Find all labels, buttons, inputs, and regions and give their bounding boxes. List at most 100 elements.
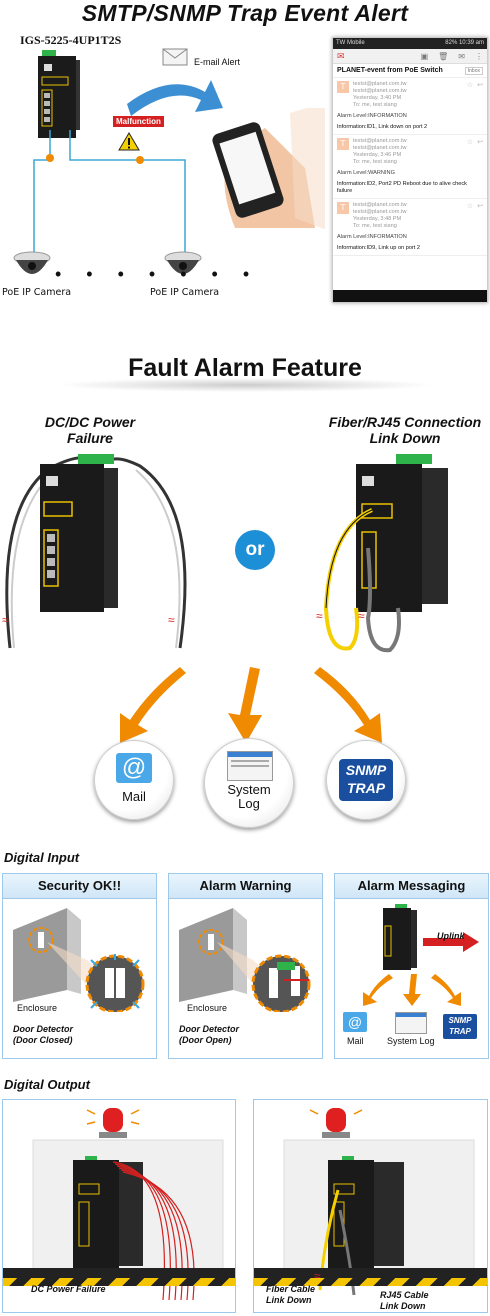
dc-power-failure-label: DC Power Failure — [31, 1284, 106, 1294]
panel-output-power: DC Power Failure — [2, 1099, 236, 1313]
panel-output-link: ≈≈ Fiber Cable Link Down RJ45 Cable Link… — [253, 1099, 488, 1313]
reply-icon[interactable]: ↩ — [477, 139, 483, 146]
phone-nav-bar — [333, 290, 487, 302]
heading-shadow — [55, 378, 435, 392]
at-mail-icon: @ — [116, 753, 152, 783]
sender-avatar: T — [337, 202, 349, 214]
alarm-information: Information:ID9, Link up on port 2 — [337, 245, 421, 251]
small-snmp-2: TRAP — [449, 1027, 471, 1036]
email-to-line: To: me, test xiang — [353, 102, 397, 108]
syslog-label-2: Log — [238, 796, 260, 811]
email-date: Yesterday, 3:40 PM — [353, 95, 402, 101]
email-to: testst@planet.com.tw — [353, 209, 407, 215]
snmp-trap-badge: SNMP TRAP — [339, 759, 393, 801]
power-failure-switch-image: ≈≈ — [2, 454, 187, 649]
mail-label: Mail — [122, 789, 146, 804]
email-to: testst@planet.com.tw — [353, 88, 407, 94]
left-camera-image — [13, 251, 51, 274]
reply-icon[interactable]: ↩ — [477, 203, 483, 210]
panel-title: Alarm Warning — [169, 874, 322, 899]
rj45-link-down-label: RJ45 Cable Link Down — [380, 1290, 429, 1312]
star-icon[interactable]: ☆ — [466, 82, 474, 89]
gmail-icon[interactable]: ✉ — [337, 50, 345, 61]
or-badge: or — [235, 530, 275, 570]
fiber-line1: Fiber Cable — [266, 1284, 316, 1294]
digital-input-heading: Digital Input — [4, 850, 80, 865]
phone-email-screenshot: TW Mobile 82% 10:39 am ✉ ▣ 🗑 ✉ ⋮ PLANET-… — [332, 37, 488, 303]
small-snmp-badge: SNMP TRAP — [443, 1014, 477, 1039]
orange-arrows — [120, 667, 382, 743]
email-to-line: To: me, test xiang — [353, 159, 397, 165]
email-from: testst@planet.com.tw — [353, 138, 407, 144]
svg-text:≈: ≈ — [2, 613, 9, 627]
detector-line2: (Door Open) — [179, 1035, 232, 1045]
right-caption: Fiber/RJ45 Connection Link Down — [320, 414, 490, 446]
messaging-orange-arrows — [363, 974, 461, 1006]
reply-icon[interactable]: ↩ — [477, 82, 483, 89]
small-syslog-label: System Log — [387, 1036, 435, 1046]
email-from: testst@planet.com.tw — [353, 81, 407, 87]
alarm-level: Alarm Level:INFORMATION — [337, 113, 407, 119]
detector-line2: (Door Closed) — [13, 1035, 73, 1045]
phone-status-bar: TW Mobile 82% 10:39 am — [333, 38, 487, 49]
menu-icon[interactable]: ⋮ — [475, 51, 483, 61]
syslog-label: System Log — [205, 783, 293, 811]
left-caption-line1: DC/DC Power — [44, 414, 136, 430]
syslog-circle: System Log — [204, 738, 294, 828]
star-icon[interactable]: ☆ — [466, 203, 474, 210]
email-to: testst@planet.com.tw — [353, 145, 407, 151]
svg-text:≈: ≈ — [358, 609, 365, 623]
archive-icon[interactable]: ▣ — [420, 51, 429, 61]
door-detector-label: Door Detector (Door Closed) — [13, 1024, 73, 1046]
syslog-window-icon — [227, 751, 273, 781]
enclosure-label: Enclosure — [17, 1003, 58, 1013]
camera-label-left: PoE IP Camera — [2, 287, 72, 298]
alarm-level: Alarm Level:WARNING — [337, 170, 395, 176]
subject-text: PLANET-event from PoE Switch — [337, 67, 443, 74]
svg-text:≈: ≈ — [168, 613, 175, 627]
fiber-line2: Link Down — [266, 1295, 312, 1305]
sender-avatar: T — [337, 138, 349, 150]
alarm-information: Information:ID2, Port2 PD Reboot due to … — [337, 181, 467, 194]
inbox-tag[interactable]: Inbox — [464, 67, 483, 75]
enclosure-open-image — [179, 908, 311, 1012]
delete-icon[interactable]: 🗑 — [438, 51, 449, 61]
panel-alarm-messaging: Alarm Messaging Uplink @ Mail System Log… — [334, 873, 489, 1059]
hazard-stripe — [254, 1278, 487, 1286]
email-from: testst@planet.com.tw — [353, 202, 407, 208]
alarm-level: Alarm Level:INFORMATION — [337, 234, 407, 240]
left-caption: DC/DC Power Failure — [20, 414, 160, 446]
door-detector-label: Door Detector (Door Open) — [179, 1024, 239, 1046]
status-text: 82% 10:39 am — [445, 40, 484, 46]
small-mail-icon: @ — [343, 1012, 367, 1032]
small-mail-label: Mail — [347, 1036, 364, 1046]
alarm-information: Information:ID1, Link down on port 2 — [337, 124, 428, 130]
switch-model-label: IGS-5225-4UP1T2S — [20, 33, 122, 47]
camera-network-lines — [33, 130, 186, 270]
star-icon[interactable]: ☆ — [466, 139, 474, 146]
warning-icon — [118, 132, 140, 151]
right-caption-line2: Link Down — [369, 430, 441, 446]
detector-line1: Door Detector — [13, 1024, 74, 1034]
fiber-link-down-label: Fiber Cable Link Down — [266, 1284, 315, 1306]
snmp-label-2: TRAP — [346, 780, 386, 796]
messaging-switch-image — [383, 904, 479, 970]
mail-icon[interactable]: ✉ — [458, 51, 465, 61]
envelope-icon — [162, 48, 188, 66]
panel-title: Alarm Messaging — [335, 874, 488, 899]
mail-circle: @ Mail — [94, 740, 174, 820]
dotted-separator: • • • • • • • — [55, 264, 260, 284]
email-alert-label: E-mail Alert — [194, 57, 241, 67]
mail-subject: PLANET-event from PoE Switch Inbox — [333, 64, 487, 78]
left-caption-line2: Failure — [67, 430, 113, 446]
enclosure-closed-image — [13, 908, 145, 1012]
